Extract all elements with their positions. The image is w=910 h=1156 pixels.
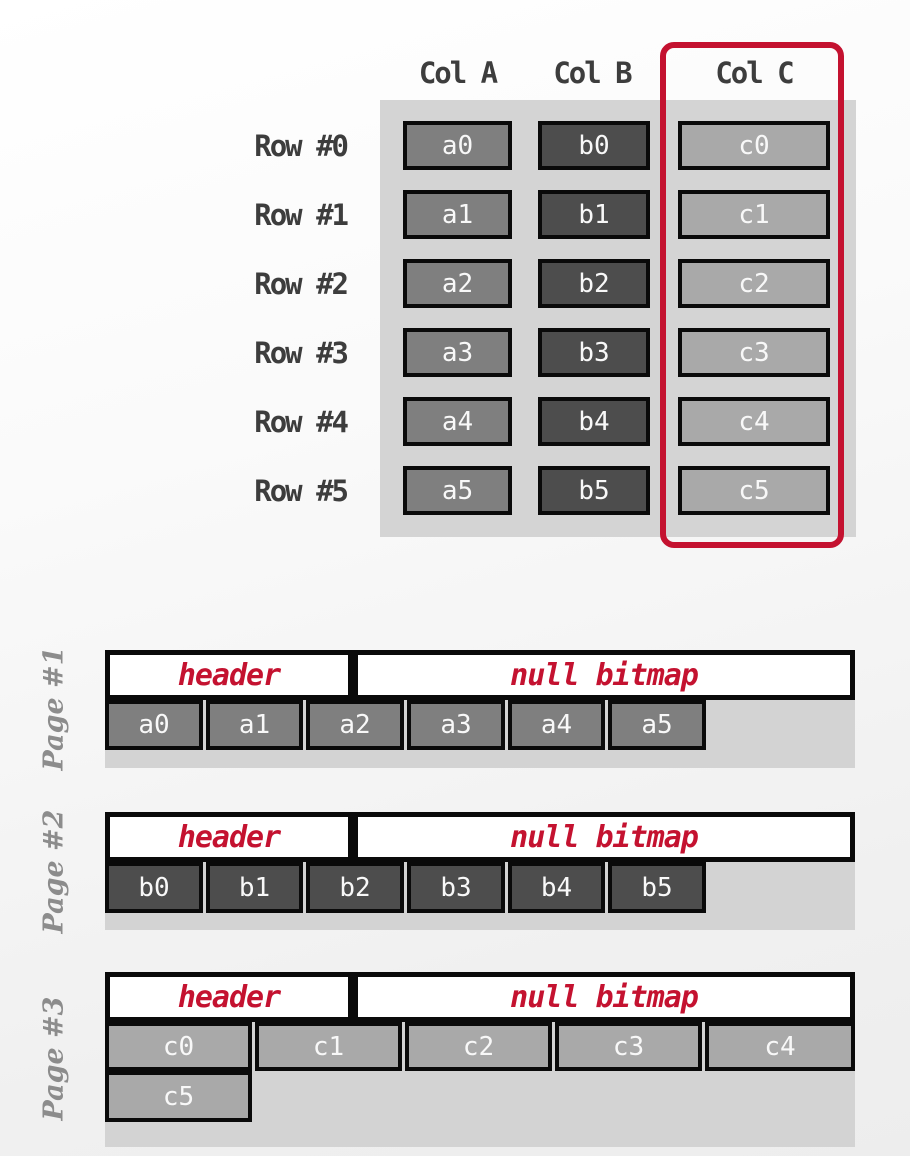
table-cell: a5 <box>403 466 512 515</box>
table-cell: a3 <box>403 328 512 377</box>
table-cell: b0 <box>538 121 650 170</box>
row-label: Row #4 <box>254 404 349 439</box>
table-background <box>380 100 856 537</box>
page-3-header-cell: header <box>105 972 353 1022</box>
page-cell: b1 <box>206 862 303 913</box>
table-cell: b2 <box>538 259 650 308</box>
table-cell: b4 <box>538 397 650 446</box>
page-cell: a3 <box>407 700 505 750</box>
page-3-label: Page #3 <box>38 996 70 1121</box>
page-1-null-bitmap-cell: null bitmap <box>353 650 855 700</box>
page-cell: b2 <box>306 862 404 913</box>
page-cell: a2 <box>306 700 404 750</box>
page-2-label: Page #2 <box>38 809 70 933</box>
page-3-null-bitmap-cell: null bitmap <box>353 972 855 1022</box>
row-label: Row #5 <box>254 473 349 508</box>
col-b-header: Col B <box>553 56 632 90</box>
page-cell: c4 <box>705 1022 855 1071</box>
table-cell: a1 <box>403 190 512 239</box>
page-cell: c0 <box>105 1022 252 1071</box>
table-cell: c0 <box>678 121 830 170</box>
table-cell: a2 <box>403 259 512 308</box>
table-cell: c1 <box>678 190 830 239</box>
page-cell: a1 <box>206 700 303 750</box>
page-1-header-cell: header <box>105 650 353 700</box>
page-cell: a5 <box>608 700 706 750</box>
table-cell: c5 <box>678 466 830 515</box>
page-cell: b5 <box>608 862 706 913</box>
row-label: Row #3 <box>254 335 349 370</box>
page-cell: a0 <box>105 700 203 750</box>
table-cell: b5 <box>538 466 650 515</box>
page-cell: b4 <box>508 862 605 913</box>
col-a-header: Col A <box>418 56 498 90</box>
page-1-label: Page #1 <box>38 646 70 770</box>
page-cell: b0 <box>105 862 203 913</box>
page-cell: c2 <box>405 1022 552 1071</box>
row-label: Row #0 <box>254 128 349 163</box>
col-c-highlight-box <box>660 42 844 548</box>
page-2-null-bitmap-cell: null bitmap <box>353 812 855 862</box>
page-2-header-cell: header <box>105 812 353 862</box>
row-label: Row #2 <box>254 266 349 301</box>
table-cell: b3 <box>538 328 650 377</box>
col-c-header: Col C <box>715 56 794 90</box>
row-label: Row #1 <box>254 197 349 232</box>
page-cell: b3 <box>407 862 505 913</box>
page-cell: c5 <box>105 1071 252 1122</box>
page-cell: a4 <box>508 700 605 750</box>
page-cell: c3 <box>555 1022 702 1071</box>
table-cell: b1 <box>538 190 650 239</box>
table-cell: c2 <box>678 259 830 308</box>
table-cell: a0 <box>403 121 512 170</box>
table-cell: c3 <box>678 328 830 377</box>
table-cell: c4 <box>678 397 830 446</box>
page-cell: c1 <box>255 1022 402 1071</box>
table-cell: a4 <box>403 397 512 446</box>
